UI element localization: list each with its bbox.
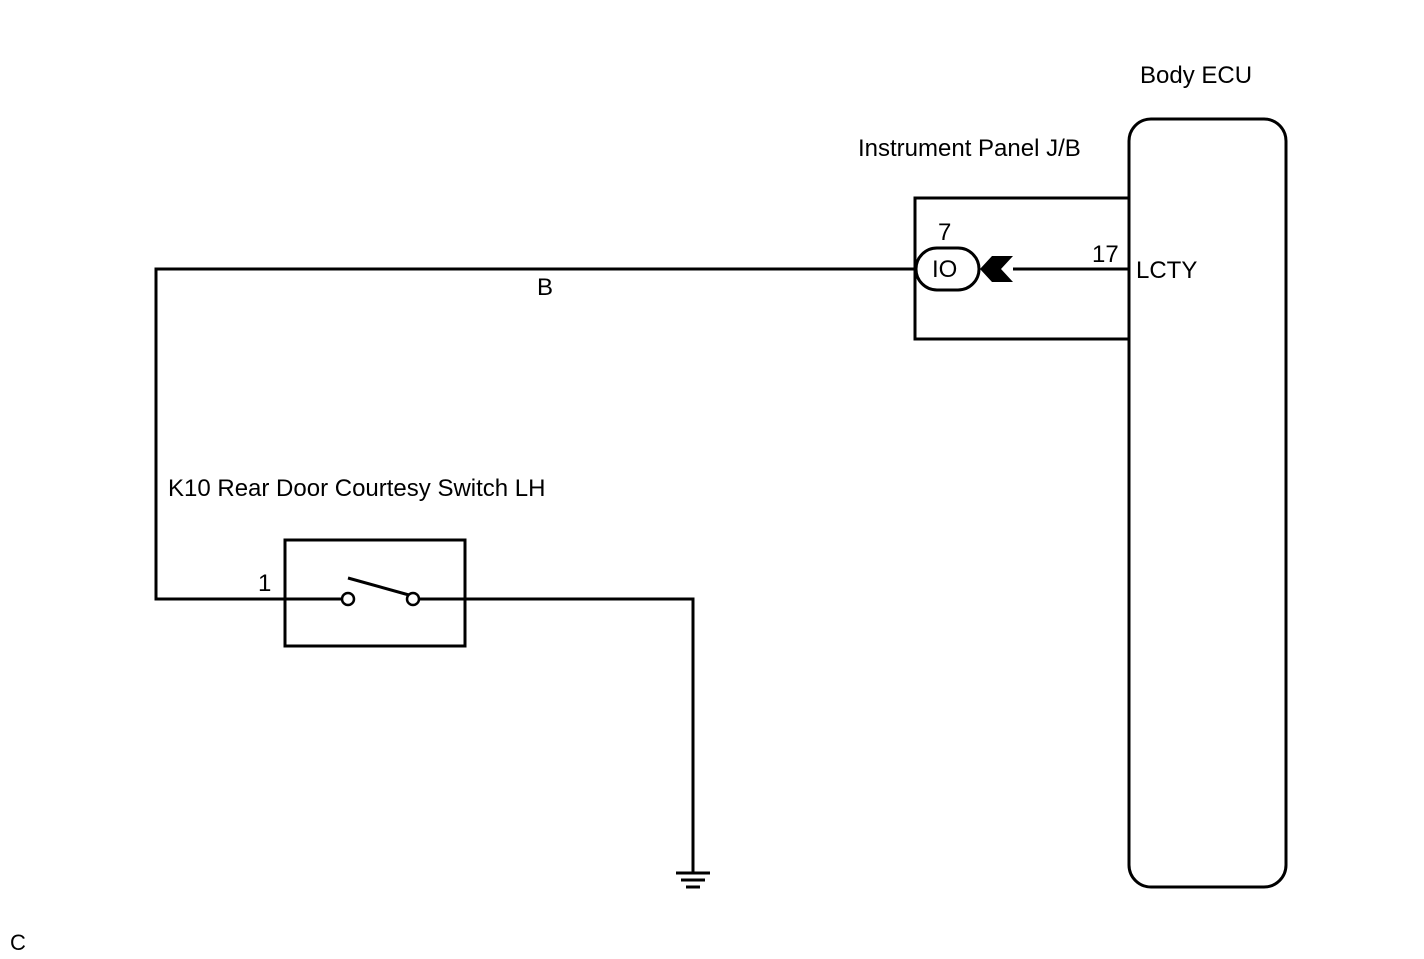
junction-block: Instrument Panel J/B 7 IO: [858, 135, 1129, 341]
courtesy-switch-label: K10 Rear Door Courtesy Switch LH: [168, 475, 545, 502]
main-wire: [154, 267, 916, 601]
body-ecu-box: [1127, 117, 1288, 889]
switch-blade-icon: [347, 576, 410, 597]
wiring: B: [154, 267, 1129, 873]
body-ecu: Body ECU 17 LCTY: [1092, 62, 1288, 889]
body-ecu-terminal-number: 17: [1092, 241, 1119, 268]
body-ecu-terminal-name: LCTY: [1136, 257, 1197, 284]
courtesy-switch-box: [283, 538, 467, 648]
connector-code: IO: [932, 256, 957, 283]
wire-color-label: B: [537, 274, 553, 301]
switch-contact-left: [340, 591, 356, 607]
body-ecu-label: Body ECU: [1140, 62, 1252, 89]
corner-code: C: [10, 930, 26, 955]
courtesy-switch: K10 Rear Door Courtesy Switch LH 1: [168, 475, 545, 648]
junction-block-pin-number: 7: [938, 219, 951, 246]
ground-wire: [465, 597, 695, 873]
courtesy-switch-pin-number: 1: [258, 570, 271, 597]
ground-icon: [676, 871, 710, 889]
junction-block-label: Instrument Panel J/B: [858, 135, 1081, 162]
connector-arrow-icon: [980, 256, 1013, 282]
switch-contact-right: [405, 591, 421, 607]
